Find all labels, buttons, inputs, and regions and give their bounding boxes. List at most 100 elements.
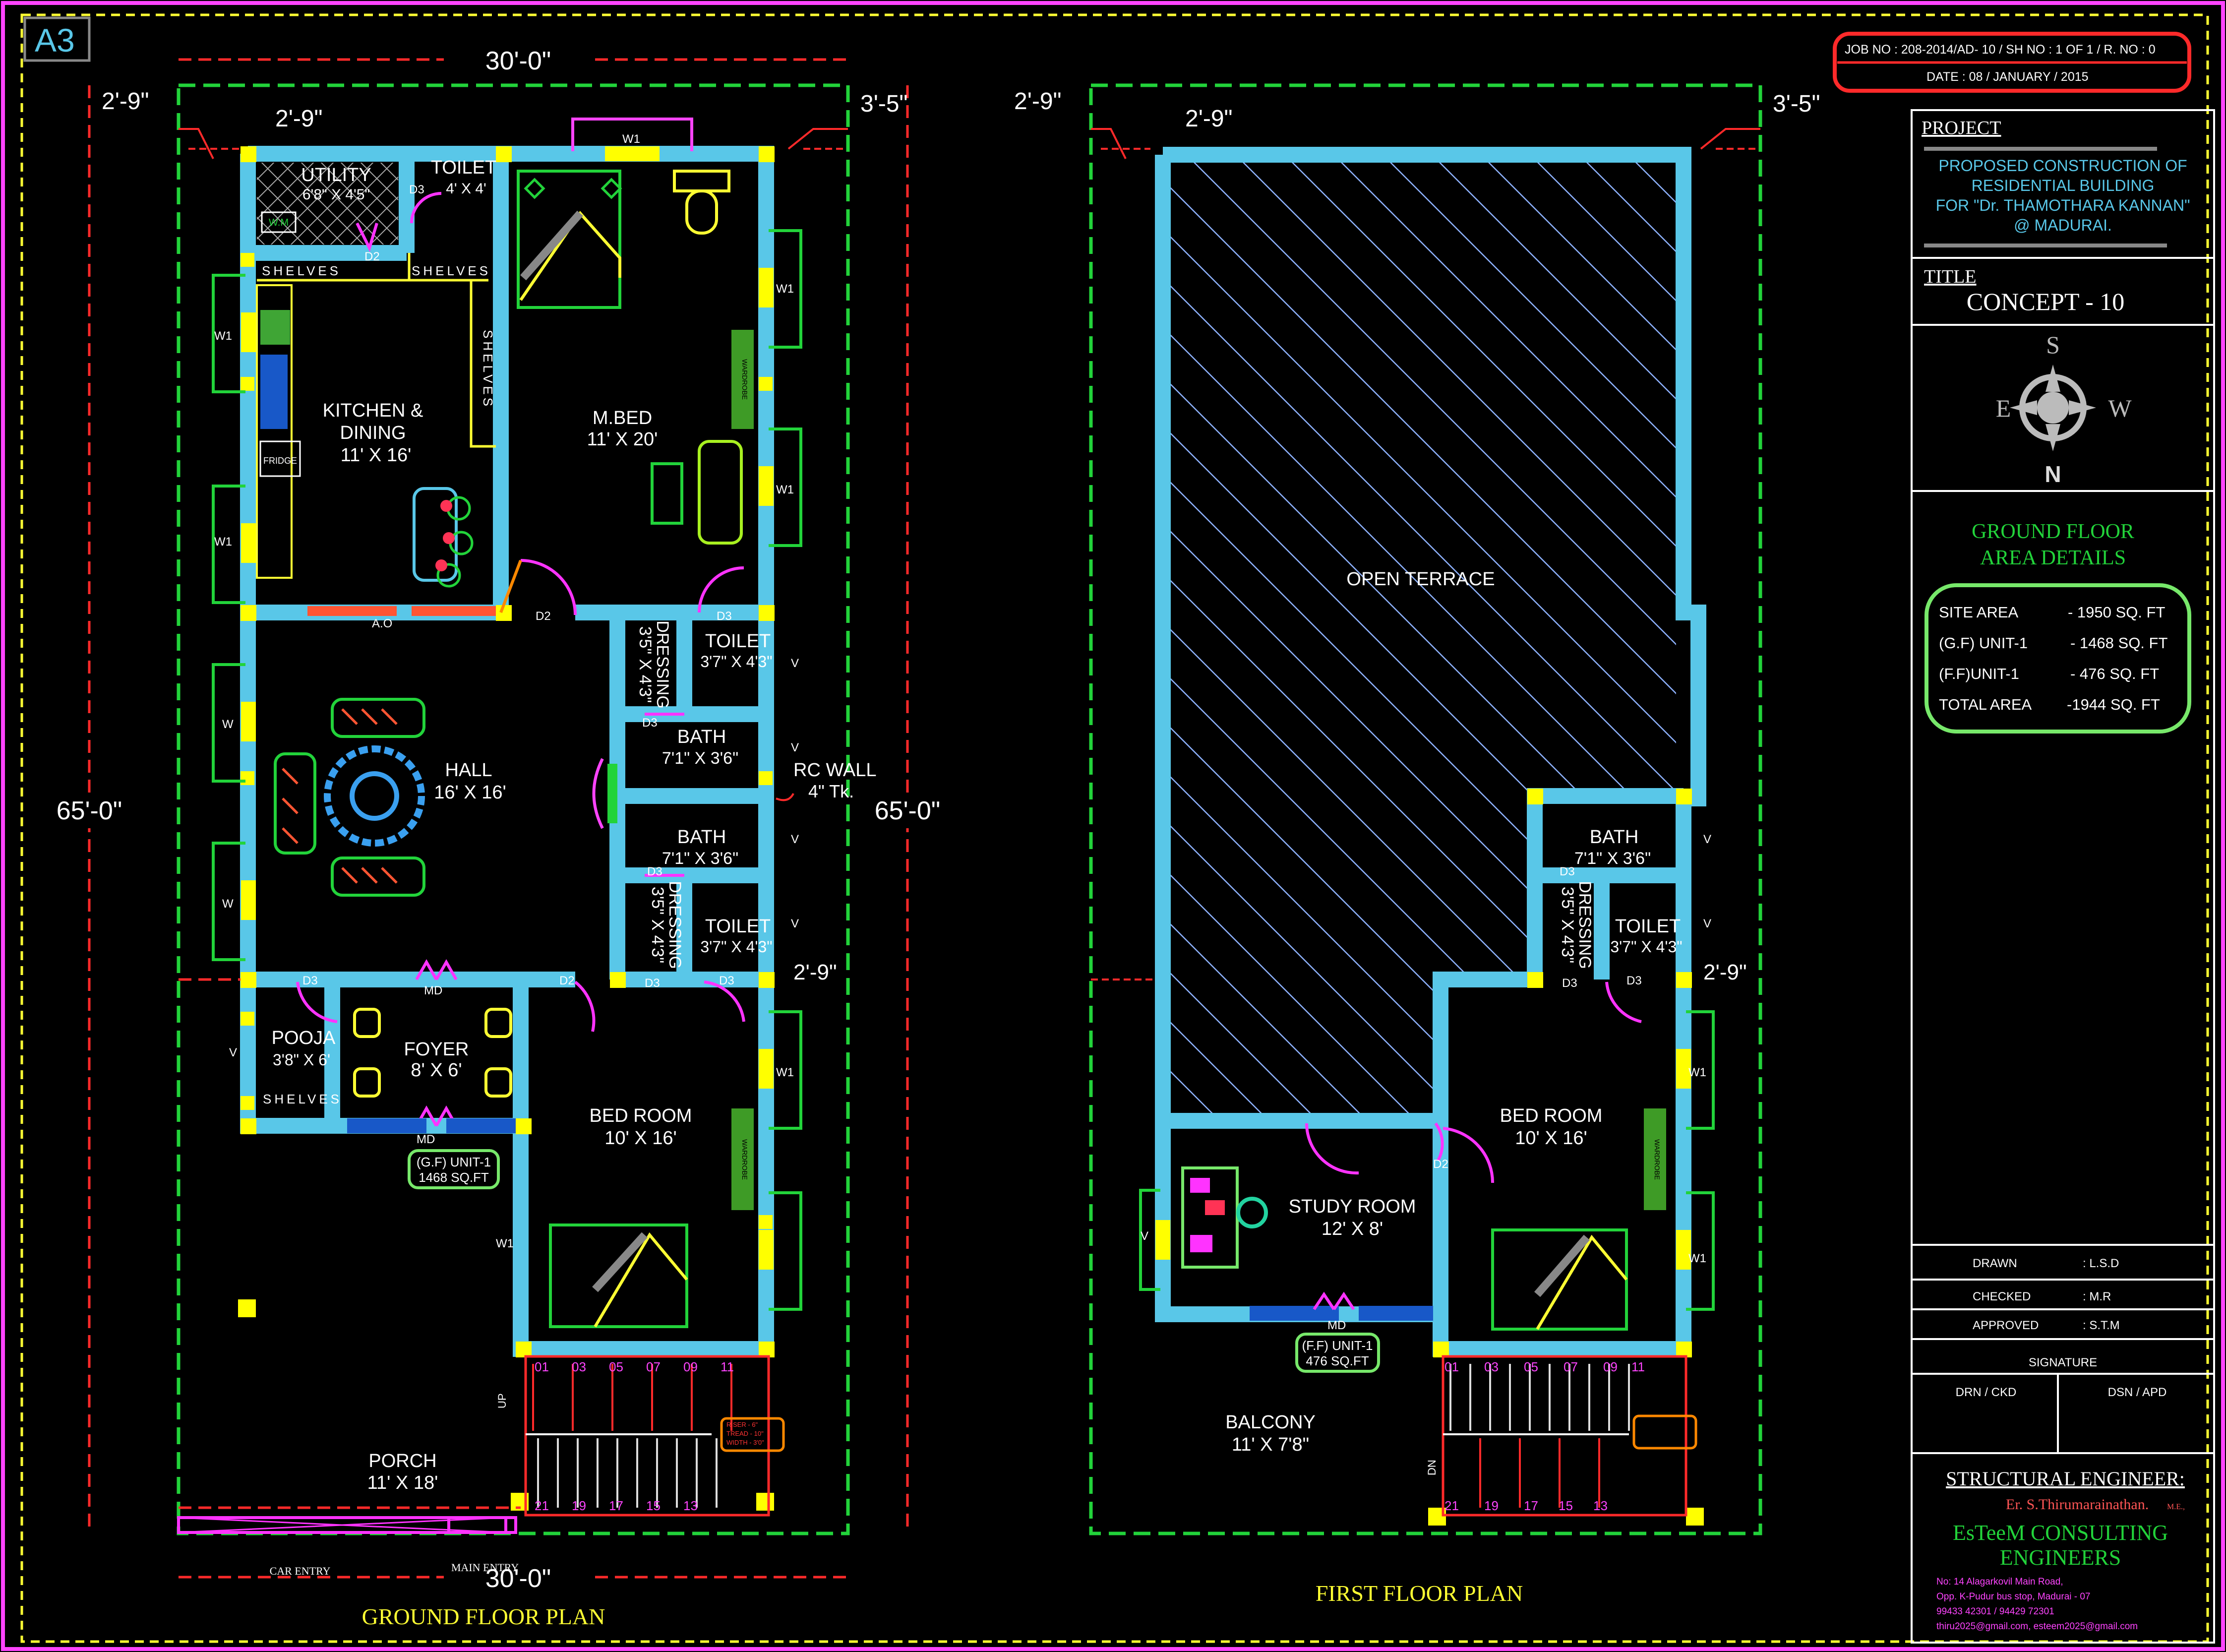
gf-dim-top-label: 30'-0" (485, 47, 551, 75)
master-bed (517, 170, 621, 309)
svg-text:W1: W1 (1688, 1252, 1706, 1265)
svg-text:D3: D3 (409, 183, 424, 196)
ff-wardrobe-label: WARDROBE (1653, 1139, 1661, 1180)
svg-text:(G.F) UNIT-1: (G.F) UNIT-1 (1939, 634, 2028, 652)
washing-machine (261, 211, 297, 233)
gf-hall-name: HALL (445, 760, 492, 781)
svg-text:- 1468 SQ. FT: - 1468 SQ. FT (2070, 634, 2167, 652)
ff-wall-dressing (1535, 867, 1684, 979)
svg-text:TREAD - 10": TREAD - 10" (726, 1430, 764, 1437)
mbed-sofa (698, 440, 743, 545)
gf-porch-size: 11' X 18' (367, 1472, 438, 1493)
svg-text:CHECKED: CHECKED (1973, 1290, 2031, 1303)
svg-text:SIGNATURE: SIGNATURE (2029, 1356, 2097, 1369)
svg-text:(G.F) UNIT-1: (G.F) UNIT-1 (417, 1155, 491, 1169)
svg-text:RISER - 6": RISER - 6" (726, 1421, 758, 1428)
svg-text:-1944 SQ. FT: -1944 SQ. FT (2067, 696, 2160, 713)
kitchen-counter (256, 284, 293, 579)
svg-text:D3: D3 (642, 716, 658, 730)
ff-bedroom-wardrobe (1644, 1108, 1666, 1210)
svg-text:N: N (2045, 461, 2061, 487)
gf-kitchen-name2: DINING (340, 423, 406, 443)
svg-text:W1: W1 (1688, 1066, 1706, 1079)
kitchen-hob (260, 355, 288, 429)
svg-text:476 SQ.FT: 476 SQ.FT (1306, 1353, 1369, 1368)
svg-text:W1: W1 (622, 132, 640, 146)
gf-side-gap: 2'-9" (793, 960, 837, 984)
gf-shelves-b: SHELVES (412, 263, 491, 278)
gf-stair-note-box (720, 1417, 785, 1452)
svg-text:W1: W1 (214, 535, 232, 549)
svg-text:07: 07 (646, 1359, 661, 1374)
ground-floor-plan: 30'-0" 30'-0" 65'-0" 65'-0" 2'-9" 2'-9" … (50, 44, 950, 1629)
ff-setback-inner: 2'-9" (1185, 106, 1233, 132)
ff-staircase (1442, 1355, 1697, 1517)
svg-text:V: V (791, 917, 799, 930)
size-tag: A3 (35, 22, 75, 59)
ff-toilet-name: TOILET (1615, 916, 1681, 937)
svg-text:MD: MD (1327, 1319, 1346, 1332)
svg-text:TOTAL AREA: TOTAL AREA (1939, 696, 2032, 713)
svg-text:01: 01 (535, 1359, 549, 1374)
svg-text:D3: D3 (1560, 865, 1575, 878)
gf-foyer-size: 8' X 6' (411, 1060, 462, 1081)
svg-text:(F.F)UNIT-1: (F.F)UNIT-1 (1939, 665, 2019, 682)
svg-text:13: 13 (1593, 1498, 1608, 1513)
svg-text:MD: MD (424, 984, 442, 997)
svg-text:D3: D3 (719, 974, 734, 987)
svg-text:No: 14 Alagarkovil Main Road,: No: 14 Alagarkovil Main Road, (1936, 1577, 2063, 1587)
ff-terrace-name: OPEN TERRACE (1346, 569, 1495, 590)
svg-text:FOR "Dr. THAMOTHARA KANNAN": FOR "Dr. THAMOTHARA KANNAN" (1936, 196, 2190, 214)
svg-text:D3: D3 (717, 610, 732, 623)
title-block-frame (1911, 109, 2215, 1644)
gf-window-mbed-2 (769, 428, 802, 547)
gf-staircase: RISER - 6" TREAD - 10" WIDTH - 3'0" (524, 1355, 785, 1517)
gf-utility-name: UTILITY (301, 165, 371, 185)
gf-bedroom-size: 10' X 16' (604, 1128, 677, 1149)
svg-text:99433 42301 / 94429 72301: 99433 42301 / 94429 72301 (1936, 1606, 2054, 1617)
gf-kitchen-name: KITCHEN & (323, 400, 423, 421)
title-block: JOB NO : 208-2014/AD- 10 / SH NO : 1 OF … (1833, 32, 2215, 1644)
engineer-name: Er. S.Thirumarainathan. (2006, 1496, 2149, 1513)
fridge-label: FRIDGE (263, 456, 297, 466)
gf-toilet1-name: TOILET (705, 631, 771, 652)
ff-window-study (1139, 1189, 1160, 1291)
ff-bath-name: BATH (1590, 827, 1639, 848)
gf-kitchen-size: 11' X 16' (341, 445, 412, 466)
fridge (259, 440, 301, 477)
svg-text:07: 07 (1564, 1359, 1578, 1374)
ff-window-bed-1 (1686, 1010, 1715, 1130)
svg-text:D2: D2 (536, 610, 551, 623)
svg-text:S: S (2046, 331, 2060, 359)
ff-study-size: 12' X 8' (1322, 1219, 1383, 1239)
svg-text:17: 17 (1524, 1498, 1538, 1513)
svg-text:W1: W1 (496, 1237, 514, 1250)
gf-toilet2-name: TOILET (705, 916, 771, 937)
svg-text:1468 SQ.FT: 1468 SQ.FT (419, 1170, 489, 1185)
gf-foyer-name: FOYER (404, 1039, 469, 1060)
svg-text:V: V (1703, 917, 1711, 930)
ff-bedroom-bed (1491, 1228, 1628, 1331)
svg-text:D2: D2 (364, 250, 380, 263)
foyer-chairs (353, 1008, 512, 1098)
svg-text:15: 15 (646, 1498, 661, 1513)
gf-shelves-c: SHELVES (481, 330, 495, 409)
ff-bedroom-size: 10' X 16' (1515, 1128, 1587, 1149)
svg-text:DSN / APD: DSN / APD (2108, 1386, 2167, 1399)
svg-text:W1: W1 (776, 1066, 794, 1079)
gf-dressing1-name: DRESSING (653, 620, 672, 709)
svg-text:- 476 SQ. FT: - 476 SQ. FT (2070, 665, 2159, 682)
area-details-box (1925, 583, 2191, 734)
gf-columns (238, 146, 775, 1511)
compass: S E W N (1996, 331, 2132, 487)
gf-window-bed-2 (769, 1191, 802, 1311)
gf-dressing2-name: DRESSING (665, 881, 684, 969)
gf-bedroom-name: BED ROOM (590, 1105, 692, 1126)
svg-text:- 1950 SQ. FT: - 1950 SQ. FT (2068, 604, 2165, 621)
gf-rc-thk: 4" Tk. (808, 781, 854, 801)
ff-wall-study (1155, 1113, 1441, 1322)
svg-text:V: V (791, 657, 799, 670)
gf-dim-left-label: 65'-0" (57, 796, 122, 825)
gf-toilet-top-size: 4' X 4' (446, 181, 486, 197)
svg-text:01: 01 (1444, 1359, 1459, 1374)
